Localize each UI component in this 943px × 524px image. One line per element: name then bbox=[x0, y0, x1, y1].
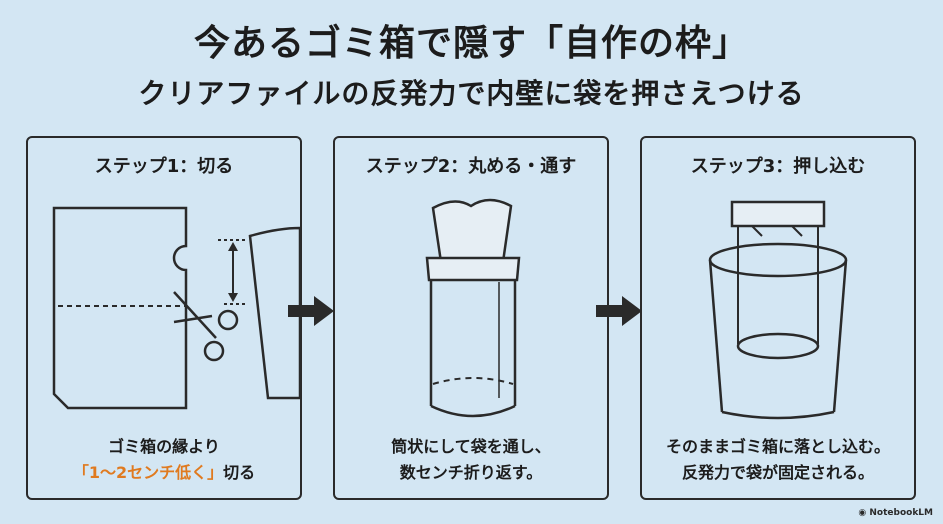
trash-can-rim bbox=[708, 242, 848, 278]
step-3-description: そのままゴミ箱に落とし込む。 反発力で袋が固定される。 bbox=[665, 437, 890, 482]
step-1-highlight: 「1～2センチ低く」 bbox=[72, 463, 224, 482]
step-3-title: ステップ3：押し込む bbox=[690, 156, 866, 177]
clear-file-shape bbox=[52, 206, 188, 410]
step-1-title: ステップ1：切る bbox=[94, 156, 234, 177]
trash-can-bottom bbox=[721, 410, 835, 420]
step-2-description: 筒状にして袋を通し、 数センチ折り返す。 bbox=[391, 437, 551, 482]
page-title: 今あるゴミ箱で隠す「自作の枠」 bbox=[193, 23, 749, 64]
arrow-right-icon bbox=[596, 296, 642, 326]
step-2-illustration bbox=[425, 198, 521, 418]
step-3-illustration bbox=[708, 200, 848, 420]
inner-tube-bottom bbox=[736, 332, 820, 360]
tube-bottom bbox=[430, 404, 516, 418]
step-1-description: ゴミ箱の縁より 「1～2センチ低く」切る bbox=[72, 437, 256, 482]
scissors-icon bbox=[173, 291, 239, 362]
page-subtitle: クリアファイルの反発力で内壁に袋を押さえつける bbox=[138, 77, 805, 110]
step-2-panel: ステップ2：丸める・通す 筒状にして袋を通し、 数センチ折り返す。 bbox=[333, 136, 609, 500]
folded-band bbox=[425, 256, 521, 282]
step-3-panel: ステップ3：押し込む そのままゴミ箱に落とし込む。 反発力で袋が固定される。 bbox=[640, 136, 916, 500]
trash-bag-top bbox=[431, 198, 513, 264]
step-1-panel: ステップ1：切る ゴミ箱の縁より 「1～2センチ低く」切る bbox=[26, 136, 302, 500]
step-1-illustration bbox=[52, 206, 300, 410]
notebooklm-logo-icon: ◉ bbox=[858, 508, 870, 518]
folded-band bbox=[730, 200, 826, 228]
trash-can-edge bbox=[248, 226, 300, 400]
arrow-right-icon bbox=[288, 296, 334, 326]
step-2-title: ステップ2：丸める・通す bbox=[365, 156, 577, 177]
notebooklm-branding: ◉ NotebookLM bbox=[858, 508, 933, 518]
